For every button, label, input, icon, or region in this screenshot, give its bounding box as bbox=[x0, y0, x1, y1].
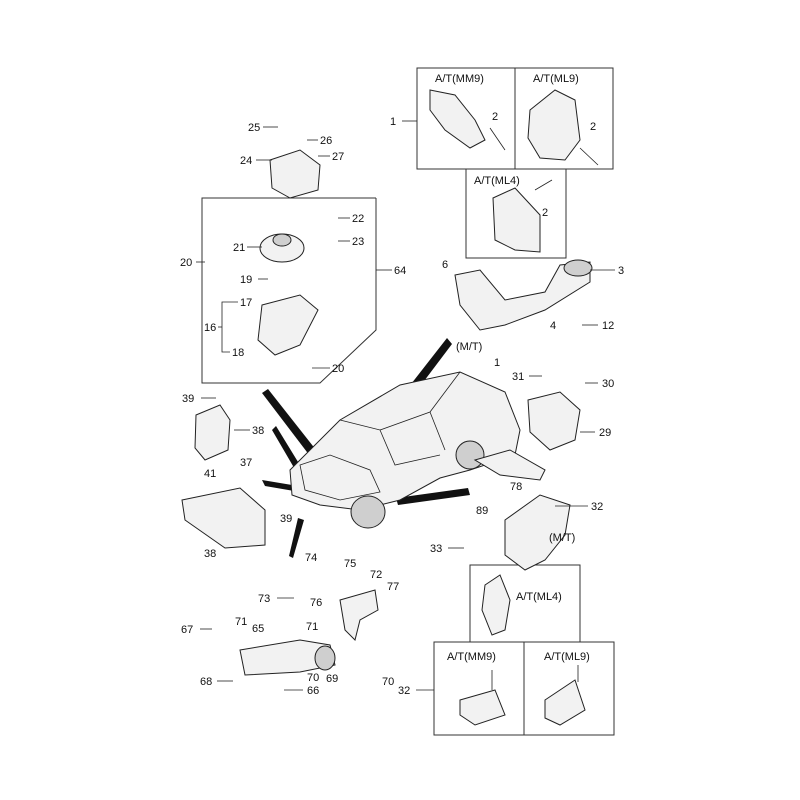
callout-22: 22 bbox=[352, 213, 364, 225]
part-mount-32-mt bbox=[504, 494, 571, 571]
part-rod-69 bbox=[239, 639, 336, 676]
part-upper-mount-24 bbox=[269, 149, 321, 199]
part-bracket-17-18 bbox=[257, 294, 319, 356]
part-bracket-78 bbox=[473, 449, 546, 481]
callout-27: 27 bbox=[332, 151, 344, 163]
callout-65: 65 bbox=[252, 623, 264, 635]
callout-39-bottom: 39 bbox=[280, 513, 292, 525]
label-top-mm9: A/T(MM9) bbox=[435, 73, 484, 85]
callout-12: 12 bbox=[602, 320, 614, 332]
callout-77: 77 bbox=[387, 581, 399, 593]
part-link-76 bbox=[339, 589, 379, 641]
label-bottom-ml4: A/T(ML4) bbox=[516, 591, 562, 603]
callout-69: 69 bbox=[326, 673, 338, 685]
callout-3: 3 bbox=[618, 265, 624, 277]
callout-25: 25 bbox=[248, 122, 260, 134]
callout-2-mm9: 2 bbox=[492, 111, 498, 123]
callout-2-ml4: 2 bbox=[542, 207, 548, 219]
callout-18: 18 bbox=[232, 347, 244, 359]
callout-89: 89 bbox=[476, 505, 488, 517]
callouts: 1 2 2 2 25 26 24 27 22 21 23 20 64 19 17… bbox=[180, 111, 624, 697]
callout-70-right: 70 bbox=[382, 676, 394, 688]
callout-74: 74 bbox=[305, 552, 317, 564]
label-mt-upper: (M/T) bbox=[456, 341, 482, 353]
callout-32-mt: 32 bbox=[591, 501, 603, 513]
callout-26: 26 bbox=[320, 135, 332, 147]
part-ml9-bracket-bottom bbox=[544, 665, 586, 726]
label-top-ml4: A/T(ML4) bbox=[474, 175, 520, 187]
part-mm9-bracket-bottom bbox=[459, 670, 506, 726]
label-bottom-ml9: A/T(ML9) bbox=[544, 651, 590, 663]
callout-32-bottom: 32 bbox=[398, 685, 410, 697]
callout-41: 41 bbox=[204, 468, 216, 480]
callout-29: 29 bbox=[599, 427, 611, 439]
callout-78: 78 bbox=[510, 481, 522, 493]
part-ml4-bracket-top bbox=[492, 179, 553, 253]
callout-71-right: 71 bbox=[306, 621, 318, 633]
callout-21: 21 bbox=[233, 242, 245, 254]
label-bottom-mm9: A/T(MM9) bbox=[447, 651, 496, 663]
wedge-right bbox=[396, 488, 470, 505]
callout-37: 37 bbox=[240, 457, 252, 469]
callout-20-bottom: 20 bbox=[332, 363, 344, 375]
variant-labels: A/T(MM9) A/T(ML9) A/T(ML4) (M/T) (M/T) A… bbox=[435, 73, 590, 663]
part-ml4-bracket-bottom bbox=[481, 574, 511, 636]
callout-2-ml9: 2 bbox=[590, 121, 596, 133]
wedge-bottom bbox=[289, 518, 304, 558]
wedge-cover bbox=[262, 480, 300, 492]
callout-23: 23 bbox=[352, 236, 364, 248]
label-top-ml9: A/T(ML9) bbox=[533, 73, 579, 85]
callout-76: 76 bbox=[310, 597, 322, 609]
engine-mount-assembly-box bbox=[201, 197, 377, 384]
callout-70-left: 70 bbox=[307, 672, 319, 684]
callout-67: 67 bbox=[181, 624, 193, 636]
top-variant-box bbox=[416, 67, 614, 259]
part-bracket-29 bbox=[527, 391, 581, 451]
part-ecu-41 bbox=[194, 404, 231, 461]
callout-66: 66 bbox=[307, 685, 319, 697]
part-mm9-bracket-top bbox=[429, 89, 506, 151]
callout-38-top: 38 bbox=[252, 425, 264, 437]
callout-68: 68 bbox=[200, 676, 212, 688]
part-ml9-bracket-top bbox=[527, 89, 599, 166]
callout-20-top: 20 bbox=[180, 257, 192, 269]
callout-1-top: 1 bbox=[390, 116, 396, 128]
part-mount-insulator-21 bbox=[259, 233, 305, 263]
label-mt-lower: (M/T) bbox=[549, 532, 575, 544]
callout-64: 64 bbox=[394, 265, 406, 277]
callout-4: 4 bbox=[550, 320, 556, 332]
part-mount-bracket-3 bbox=[454, 259, 593, 331]
part-cover-37 bbox=[181, 487, 266, 549]
callout-38-bottom: 38 bbox=[204, 548, 216, 560]
callout-19: 19 bbox=[240, 274, 252, 286]
callout-71-left: 71 bbox=[235, 616, 247, 628]
callout-73: 73 bbox=[258, 593, 270, 605]
callout-75: 75 bbox=[344, 558, 356, 570]
callout-31: 31 bbox=[512, 371, 524, 383]
wedge-mount-left bbox=[262, 389, 320, 460]
callout-33: 33 bbox=[430, 543, 442, 555]
callout-72: 72 bbox=[370, 569, 382, 581]
callout-30: 30 bbox=[602, 378, 614, 390]
callout-24: 24 bbox=[240, 155, 252, 167]
callout-1-mt: 1 bbox=[494, 357, 500, 369]
callout-6: 6 bbox=[442, 259, 448, 271]
callout-16: 16 bbox=[204, 322, 216, 334]
callout-17: 17 bbox=[240, 297, 252, 309]
callout-39-top: 39 bbox=[182, 393, 194, 405]
leader-lines bbox=[196, 120, 615, 691]
